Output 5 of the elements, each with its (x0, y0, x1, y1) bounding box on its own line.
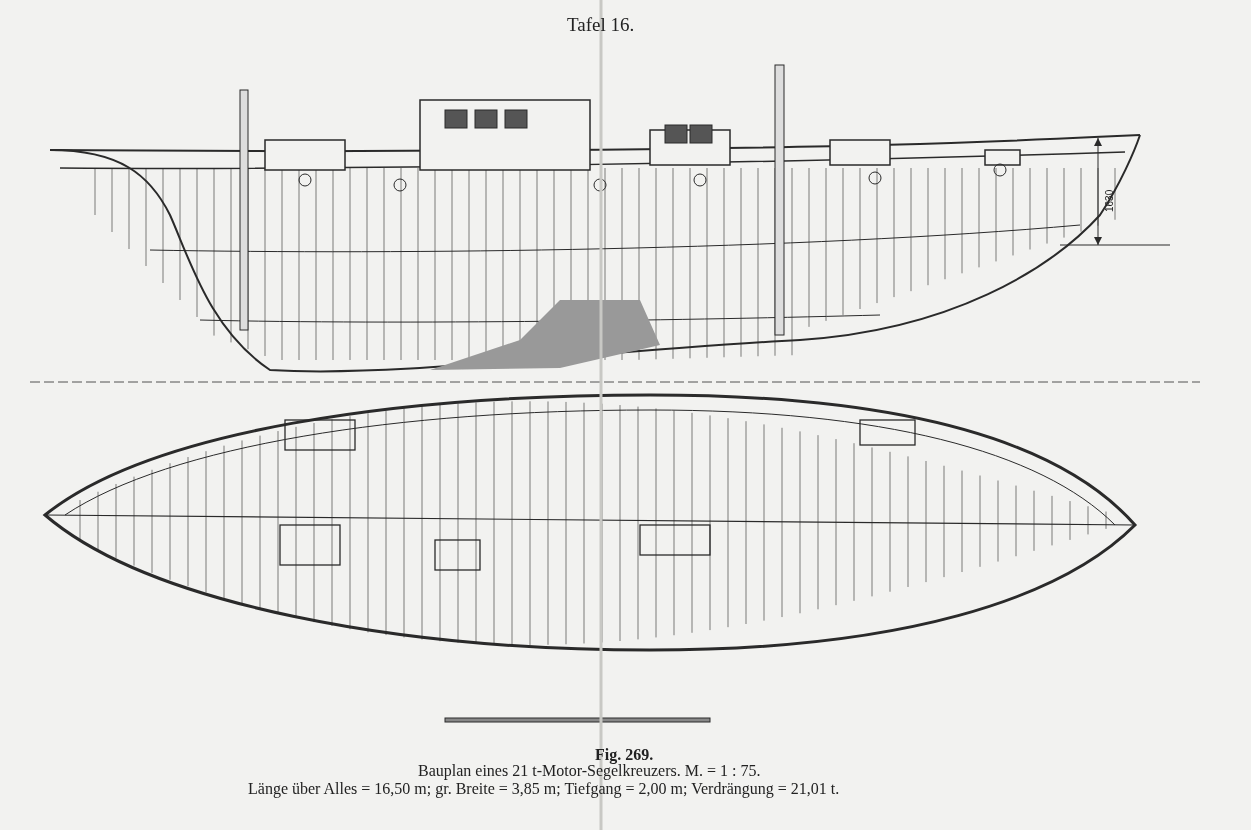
plate-heading: Tafel 16. (567, 14, 635, 36)
dimension-label: 1630 (1104, 189, 1115, 212)
figure-number: Fig. 269. (595, 746, 654, 764)
caption-text: Länge über Alles = 16,50 m; gr. Breite = 3,85 m; Tiefgang = 2,00 m; Verdrängung = 21,01 t. (248, 780, 840, 798)
caption-text: Bauplan eines 21 t-Motor-Segelkreuzers. M. = 1 : 75. (418, 762, 761, 780)
